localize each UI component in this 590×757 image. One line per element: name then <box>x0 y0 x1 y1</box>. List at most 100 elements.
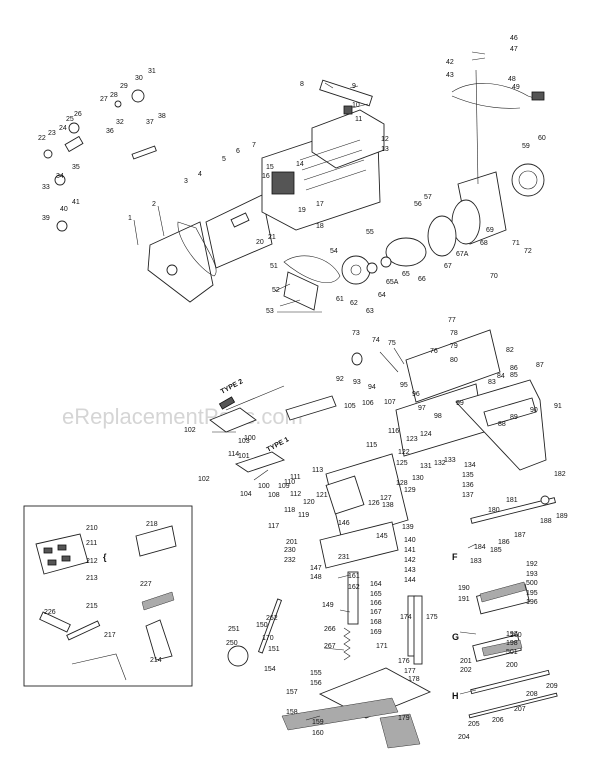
callout: 105 <box>344 403 356 410</box>
callout: 47 <box>510 46 518 53</box>
callout: 33 <box>42 184 50 191</box>
callout: 115 <box>366 442 377 449</box>
callout: 31 <box>148 68 156 75</box>
callout: 37 <box>146 119 154 126</box>
power-cord-2 <box>451 95 521 109</box>
callout: 119 <box>298 512 309 519</box>
callout: 16 <box>262 173 270 180</box>
callout: 92 <box>336 376 344 383</box>
callout: 169 <box>370 629 382 636</box>
callout: 143 <box>404 567 416 574</box>
callout: 210 <box>86 525 98 532</box>
callout: 114 <box>228 451 239 458</box>
callout: 183 <box>470 558 482 565</box>
callout: 212 <box>86 558 98 565</box>
callout: 100 <box>244 435 256 442</box>
callout: 111 <box>290 474 301 481</box>
callout: 217 <box>104 632 116 639</box>
callout: 127 <box>380 495 392 502</box>
callout: 123 <box>406 436 418 443</box>
callout: 57 <box>424 194 432 201</box>
callout: 197 <box>506 631 518 638</box>
head-fins <box>299 139 367 191</box>
callout: 202 <box>460 667 472 674</box>
callout: 77 <box>448 317 456 324</box>
callout: 137 <box>462 492 474 499</box>
fan-blade-disc <box>511 163 545 197</box>
callout: 187 <box>514 532 526 539</box>
callout: 55 <box>366 229 374 236</box>
callout: 89 <box>510 414 518 421</box>
callout: 6 <box>236 148 240 155</box>
lead-screw <box>257 598 283 654</box>
callout: 201 <box>286 539 298 546</box>
callout: 215 <box>86 603 98 610</box>
belt-guard <box>283 271 319 311</box>
callout: 166 <box>370 600 382 607</box>
callout: 191 <box>458 596 470 603</box>
callout: 20 <box>256 239 264 246</box>
outfeed-table <box>405 329 501 403</box>
motor-pulley-hub <box>350 264 362 276</box>
callout: 1 <box>128 215 132 222</box>
callout: 196 <box>526 599 538 606</box>
callout: 161 <box>348 573 360 580</box>
callout: 32 <box>116 119 124 126</box>
callout: 250 <box>226 640 238 647</box>
callout: 159 <box>312 719 324 726</box>
ground-wire <box>475 69 479 185</box>
callout: 12 <box>381 136 389 143</box>
handle-knob <box>343 105 353 115</box>
callout: 178 <box>408 676 420 683</box>
callout: 78 <box>450 330 458 337</box>
callout: 69 <box>486 227 494 234</box>
callout: 206 <box>492 717 504 724</box>
callout: 106 <box>362 400 374 407</box>
frame-hole <box>166 264 178 276</box>
wrench-215 <box>66 620 101 641</box>
callout: 160 <box>312 730 324 737</box>
callout: 136 <box>462 482 474 489</box>
callout: 200 <box>506 662 518 669</box>
callout: 176 <box>398 658 410 665</box>
callout: 39 <box>42 215 50 222</box>
callout: 158 <box>286 709 298 716</box>
fan-blade-inner <box>518 170 538 190</box>
callout: 112 <box>290 491 301 498</box>
callout: 211 <box>86 540 97 547</box>
callout: 30 <box>135 75 143 82</box>
callout: 100 <box>258 483 270 490</box>
callout: 43 <box>446 72 454 79</box>
callout: 144 <box>404 577 416 584</box>
callout: 190 <box>458 585 470 592</box>
callout: 171 <box>376 643 388 650</box>
gear-cover-plate <box>205 194 273 269</box>
callout: 266 <box>324 626 336 633</box>
callout: 36 <box>106 128 114 135</box>
callout: 182 <box>554 471 566 478</box>
callout: 179 <box>398 715 410 722</box>
callout: 133 <box>444 457 456 464</box>
callout: 181 <box>506 497 518 504</box>
callout: 85 <box>510 372 518 379</box>
callout: 107 <box>384 399 396 406</box>
drive-belt <box>177 221 217 277</box>
callout: 110 <box>284 479 295 486</box>
callout: 141 <box>404 547 416 554</box>
carriage-plate <box>319 521 399 569</box>
accessory-box <box>23 505 193 687</box>
callout: 147 <box>310 565 322 572</box>
watermark: eReplacementParts.com <box>62 404 303 429</box>
callout: 118 <box>284 507 295 514</box>
callout: 23 <box>48 130 56 137</box>
callout: 126 <box>368 500 380 507</box>
bearing-65 <box>380 256 392 268</box>
callout: 149 <box>322 602 334 609</box>
callout: 35 <box>72 164 80 171</box>
callout: 49 <box>512 84 520 91</box>
callout: 139 <box>402 524 414 531</box>
callout: 40 <box>60 206 68 213</box>
callout: 10 <box>352 102 360 109</box>
triangle-214 <box>145 619 173 661</box>
callout: 5 <box>222 156 226 163</box>
